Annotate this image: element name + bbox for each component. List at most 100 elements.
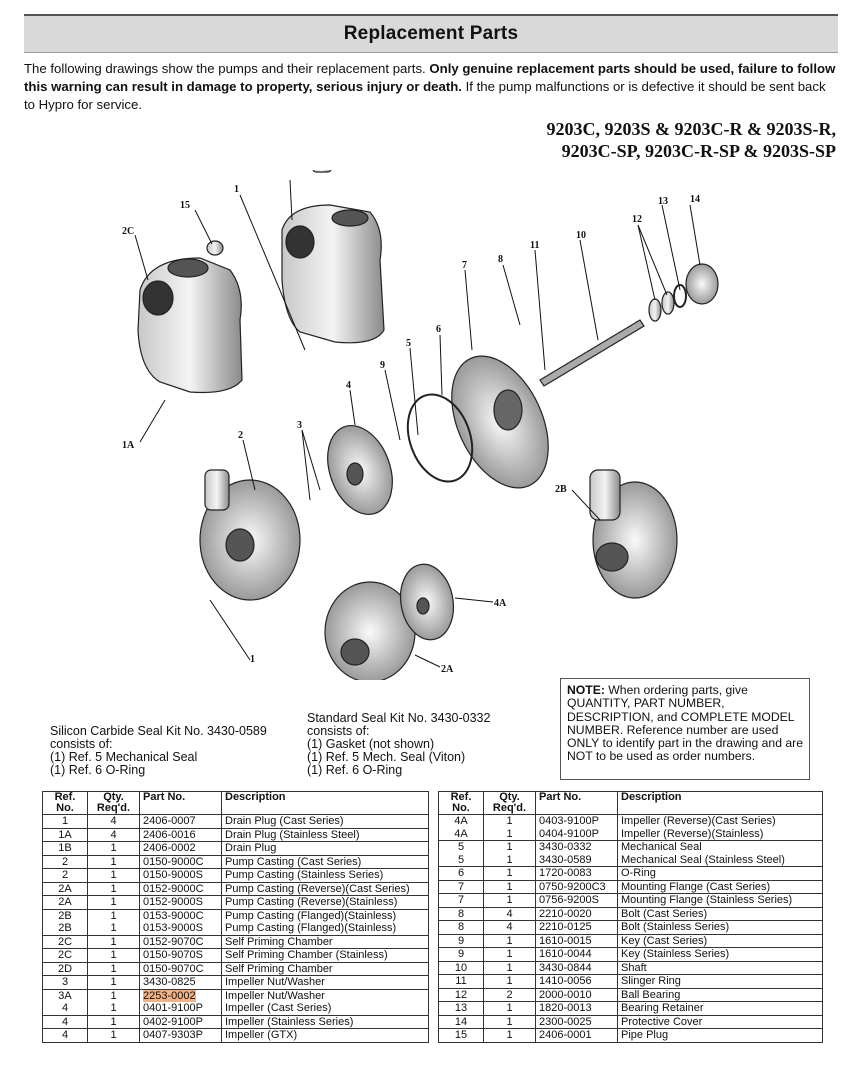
qty-cell: 1 xyxy=(483,1014,536,1029)
callout-10: 10 xyxy=(576,230,586,241)
qty-cell: 1 xyxy=(87,868,140,882)
ref-cell: 1A xyxy=(42,827,88,842)
part-no-cell: 0152-9070C xyxy=(139,934,222,949)
protective-cover-14 xyxy=(685,263,719,305)
qty-cell: 1 xyxy=(483,840,536,854)
qty-cell: 1 xyxy=(87,975,140,989)
qty-cell: 1 xyxy=(483,960,536,975)
ref-cell: 7 xyxy=(438,879,484,894)
ref-cell: 2A xyxy=(42,895,88,909)
ref-cell: 2D xyxy=(42,961,88,976)
ref-cell: 10 xyxy=(438,960,484,975)
callout-7: 7 xyxy=(462,260,467,271)
o-ring-6 xyxy=(406,393,474,483)
page-header: Replacement Parts xyxy=(24,14,838,53)
silicon-seal-kit: Silicon Carbide Seal Kit No. 3430-0589 c… xyxy=(50,724,267,777)
ref-cell: 12 xyxy=(438,987,484,1002)
description-cell: Bearing Retainer xyxy=(617,1001,823,1015)
part-no-cell: 0407-9303P xyxy=(139,1028,222,1043)
callout-1-lower: 1 xyxy=(250,654,255,665)
description-cell: Key (Cast Series) xyxy=(617,933,823,948)
shaft-10 xyxy=(539,319,645,387)
part-no-cell: 2406-0016 xyxy=(139,827,222,842)
qty-cell: 1 xyxy=(87,922,140,935)
part-no-cell: 1410-0056 xyxy=(535,974,618,988)
description-cell: Self Priming Chamber (Stainless) xyxy=(221,948,429,962)
callout-13: 13 xyxy=(658,196,668,207)
ref-cell: 8 xyxy=(438,906,484,921)
description-cell: Pump Casting (Stainless Series) xyxy=(221,868,429,882)
ref-cell: 4 xyxy=(42,1002,88,1015)
col-desc: Description xyxy=(221,791,429,815)
description-cell: Drain Plug (Cast Series) xyxy=(221,814,429,828)
part-no-cell: 1820-0013 xyxy=(535,1001,618,1015)
part-no-cell: 0150-9000S xyxy=(139,868,222,882)
part-no-cell: 2300-0025 xyxy=(535,1014,618,1029)
description-cell: Impeller (Reverse)(Stainless) xyxy=(617,827,823,841)
bearing-retainer-13 xyxy=(673,284,687,308)
qty-cell: 2 xyxy=(483,987,536,1002)
part-no-cell: 2210-0020 xyxy=(535,906,618,921)
description-cell: Mechanical Seal (Stainless Steel) xyxy=(617,853,823,867)
callout-5: 5 xyxy=(406,338,411,349)
ref-cell: 13 xyxy=(438,1001,484,1015)
description-cell: Drain Plug xyxy=(221,841,429,855)
callout-2d: 2D xyxy=(275,170,287,173)
description-cell: Pump Casting (Reverse)(Stainless) xyxy=(221,895,429,909)
description-cell: Self Priming Chamber xyxy=(221,934,429,949)
callout-2b: 2B xyxy=(555,484,567,495)
ref-cell: 6 xyxy=(438,866,484,880)
part-no-cell: 1720-0083 xyxy=(535,866,618,880)
ref-cell: 5 xyxy=(438,853,484,867)
qty-cell: 1 xyxy=(483,1028,536,1043)
col-ref: Ref. No. xyxy=(42,791,88,815)
ref-cell: 4A xyxy=(438,827,484,841)
qty-cell: 1 xyxy=(87,1028,140,1043)
qty-cell: 1 xyxy=(483,853,536,867)
qty-cell: 4 xyxy=(483,906,536,921)
ref-cell: 5 xyxy=(438,840,484,854)
ref-cell: 8 xyxy=(438,920,484,934)
description-cell: Mounting Flange (Stainless Series) xyxy=(617,893,823,907)
part-no-cell: 0402-9100P xyxy=(139,1014,222,1029)
ref-cell: 15 xyxy=(438,1028,484,1043)
description-cell: Drain Plug (Stainless Steel) xyxy=(221,827,429,842)
description-cell: Pump Casting (Cast Series) xyxy=(221,854,429,869)
qty-cell: 1 xyxy=(87,961,140,976)
part-no-cell: 0750-9200C3 xyxy=(535,879,618,894)
ref-cell: 3 xyxy=(42,975,88,989)
description-cell: Protective Cover xyxy=(617,1014,823,1029)
part-no-cell: 0153-9000S xyxy=(139,922,222,935)
part-no-cell: 2210-0125 xyxy=(535,920,618,934)
description-cell: Key (Stainless Series) xyxy=(617,947,823,961)
callout-14: 14 xyxy=(690,194,700,205)
description-cell: Impeller (Stainless Series) xyxy=(221,1014,429,1029)
description-cell: Shaft xyxy=(617,960,823,975)
part-no-cell: 2000-0010 xyxy=(535,987,618,1002)
qty-cell: 4 xyxy=(87,814,140,828)
part-no-cell: 0401-9100P xyxy=(139,1002,222,1015)
standard-seal-kit: Standard Seal Kit No. 3430-0332 consists… xyxy=(307,711,491,777)
ref-cell: 2C xyxy=(42,934,88,949)
ref-cell: 9 xyxy=(438,947,484,961)
ref-cell: 4 xyxy=(42,1028,88,1043)
col-desc: Description xyxy=(617,791,823,815)
part-no-cell: 0403-9100P xyxy=(535,814,618,828)
col-part: Part No. xyxy=(535,791,618,815)
model-numbers: 9203C, 9203S & 9203C-R & 9203S-R, 9203C-… xyxy=(546,119,837,161)
leader-lines xyxy=(134,179,701,668)
